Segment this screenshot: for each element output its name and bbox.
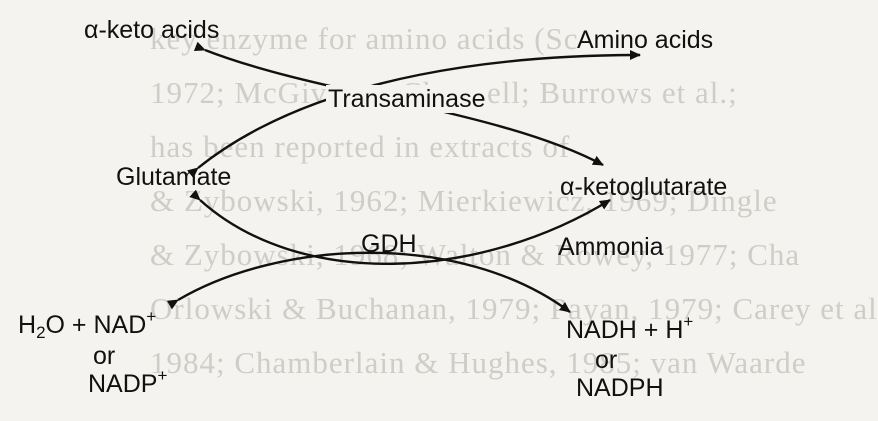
superscript-plus: + <box>683 312 694 331</box>
or-right-label: or <box>595 346 618 374</box>
reaction-arrows <box>166 41 641 313</box>
ammonia-label: Ammonia <box>558 233 664 261</box>
nadp-label: NADP+ <box>88 367 167 398</box>
or-left-label: or <box>93 342 116 370</box>
bleed-line: 1984; Chamberlain & Hughes, 1985; van Wa… <box>150 345 807 380</box>
glutamate-label: Glutamate <box>116 163 232 191</box>
arrow-nad-to-nadh <box>166 251 571 313</box>
nadp-text: NADP <box>88 370 158 398</box>
nadh-h-label: NADH + H+ <box>566 313 693 344</box>
arrow-glutamate-to-ketoglutarate <box>189 189 611 265</box>
o-plus-nad-text: O + NAD <box>45 311 147 339</box>
h-text: H <box>18 311 37 339</box>
nadh-h-text: NADH + H <box>566 316 684 344</box>
subscript-2: 2 <box>36 323 46 342</box>
superscript-plus: + <box>157 366 168 385</box>
alpha-keto-acids-label: α-keto acids <box>84 16 220 44</box>
alpha-ketoglutarate-label: α-ketoglutarate <box>560 173 728 201</box>
superscript-plus: + <box>146 307 157 326</box>
transaminase-enzyme-label: Transaminase <box>326 85 488 113</box>
figure: key enzyme for amino acids (Sc 1972; McG… <box>18 16 877 402</box>
h2o-nad-label: H2O + NAD+ <box>18 308 156 342</box>
nadph-label: NADPH <box>576 374 664 402</box>
amino-acids-label: Amino acids <box>577 26 714 54</box>
gdh-enzyme-label: GDH <box>361 230 417 258</box>
